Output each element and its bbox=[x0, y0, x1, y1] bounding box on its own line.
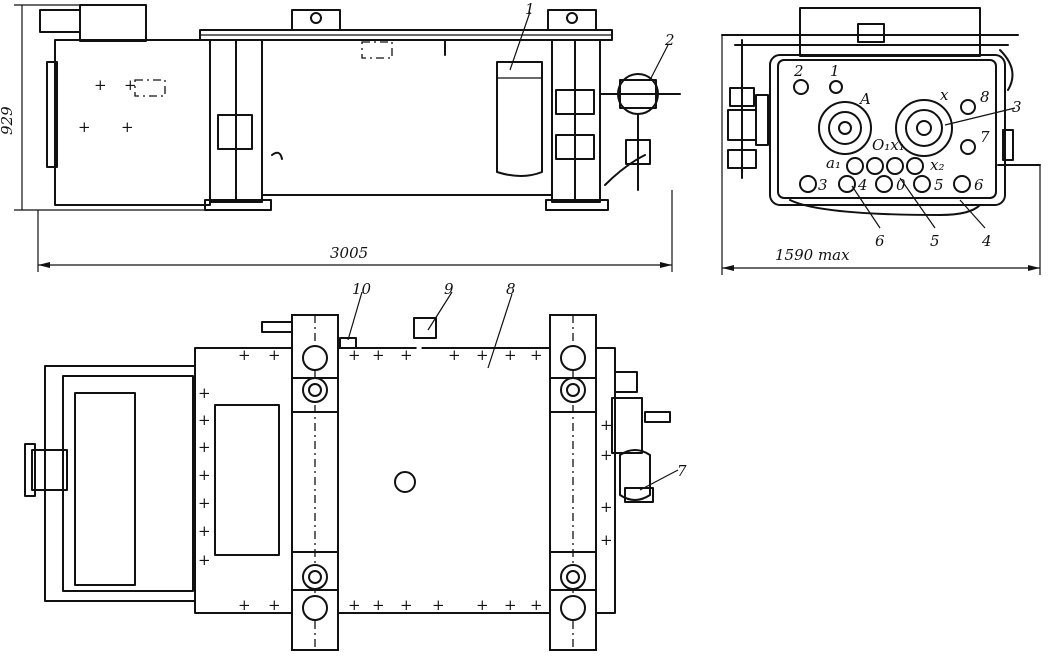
panel-label-4: 4 bbox=[857, 176, 868, 194]
callout-6: 6 bbox=[875, 232, 885, 250]
panel-knobs bbox=[793, 79, 976, 193]
svg-text:+: + bbox=[600, 416, 613, 434]
svg-text:+: + bbox=[530, 346, 543, 364]
panel-label-8: 8 bbox=[980, 88, 990, 106]
svg-text:+: + bbox=[78, 118, 91, 136]
top-fitting-right bbox=[547, 9, 597, 31]
plan-motor-window bbox=[74, 392, 136, 586]
svg-text:+: + bbox=[198, 494, 211, 512]
dial-x bbox=[895, 99, 953, 157]
svg-text:+: + bbox=[198, 411, 211, 429]
callout-4: 4 bbox=[981, 232, 992, 250]
end-view-top-housing bbox=[799, 7, 981, 57]
plan-main-body bbox=[194, 347, 616, 614]
end-view: 2 1 A x 8 7 O₁x₁ a₁ x₂ 3 4 0 5 6 3 4 5 6… bbox=[721, 7, 1041, 275]
panel-label-a1: a₁ bbox=[826, 154, 841, 172]
right-foot bbox=[545, 199, 609, 211]
panel-label-6: 6 bbox=[974, 176, 984, 194]
svg-text:+: + bbox=[198, 438, 211, 456]
svg-text:+: + bbox=[268, 346, 281, 364]
svg-text:+: + bbox=[238, 596, 251, 614]
panel-label-x2: x₂ bbox=[930, 156, 944, 174]
svg-text:+: + bbox=[448, 346, 461, 364]
callout-3: 3 bbox=[1012, 98, 1022, 116]
cylinder-1 bbox=[496, 61, 543, 177]
callout-10: 10 bbox=[352, 280, 372, 298]
svg-text:+: + bbox=[400, 596, 413, 614]
svg-text:+: + bbox=[432, 596, 445, 614]
callout-7: 7 bbox=[677, 462, 687, 480]
svg-text:+: + bbox=[198, 466, 211, 484]
svg-text:+: + bbox=[94, 76, 107, 94]
top-fitting-left bbox=[291, 9, 341, 31]
svg-text:+: + bbox=[400, 346, 413, 364]
plan-window bbox=[214, 404, 280, 556]
svg-text:+: + bbox=[600, 531, 613, 549]
panel-label-x: x bbox=[940, 86, 949, 104]
svg-text:+: + bbox=[476, 596, 489, 614]
callout-8: 8 bbox=[506, 280, 516, 298]
svg-text:+: + bbox=[600, 446, 613, 464]
motor-shaft-housing bbox=[39, 9, 81, 33]
panel-label-A: A bbox=[858, 90, 871, 108]
callout-1: 1 bbox=[525, 0, 535, 18]
hidden-part bbox=[134, 79, 166, 97]
front-view: + + + + bbox=[0, 0, 681, 272]
motor-top bbox=[79, 4, 147, 42]
svg-text:+: + bbox=[121, 118, 134, 136]
svg-text:+: + bbox=[504, 346, 517, 364]
svg-text:+: + bbox=[198, 551, 211, 569]
left-foot bbox=[204, 199, 272, 211]
panel-label-o1x1: O₁x₁ bbox=[872, 136, 905, 154]
plan-view: + + + + + + + + + + + + + + + + + + + + + + + + + + + + + 10… bbox=[24, 280, 687, 651]
svg-text:+: + bbox=[198, 522, 211, 540]
svg-text:+: + bbox=[348, 596, 361, 614]
panel-label-0: 0 bbox=[896, 176, 906, 194]
panel-label-2: 2 bbox=[793, 62, 804, 80]
svg-text:+: + bbox=[504, 596, 517, 614]
callout-5: 5 bbox=[930, 232, 940, 250]
left-column-plate bbox=[217, 114, 253, 150]
svg-text:+: + bbox=[372, 346, 385, 364]
svg-text:+: + bbox=[124, 76, 137, 94]
svg-text:+: + bbox=[238, 346, 251, 364]
dim-width: 1590 max bbox=[775, 246, 850, 264]
tank-body bbox=[261, 39, 553, 196]
panel-label-7: 7 bbox=[980, 128, 990, 146]
svg-text:+: + bbox=[372, 596, 385, 614]
lever-pivot bbox=[394, 471, 416, 493]
svg-text:+: + bbox=[268, 596, 281, 614]
svg-text:+: + bbox=[530, 596, 543, 614]
panel-label-5: 5 bbox=[934, 176, 944, 194]
dim-length: 3005 bbox=[330, 244, 368, 262]
dial-A bbox=[818, 101, 872, 155]
svg-text:+: + bbox=[198, 384, 211, 402]
callout-2: 2 bbox=[664, 31, 675, 49]
plan-bolt-marks: + + + + + + + + + + + + + + + + + + + + + + + + + + + + + bbox=[198, 346, 613, 614]
svg-text:+: + bbox=[476, 346, 489, 364]
panel-label-3: 3 bbox=[818, 176, 828, 194]
svg-text:+: + bbox=[348, 346, 361, 364]
plan-handwheel-7 bbox=[619, 449, 651, 501]
hidden-valve bbox=[361, 41, 393, 59]
motor-end-cap bbox=[46, 61, 58, 168]
panel-label-1: 1 bbox=[830, 62, 840, 80]
dim-height: 929 bbox=[0, 106, 16, 135]
svg-text:+: + bbox=[600, 498, 613, 516]
callout-9: 9 bbox=[444, 280, 454, 298]
